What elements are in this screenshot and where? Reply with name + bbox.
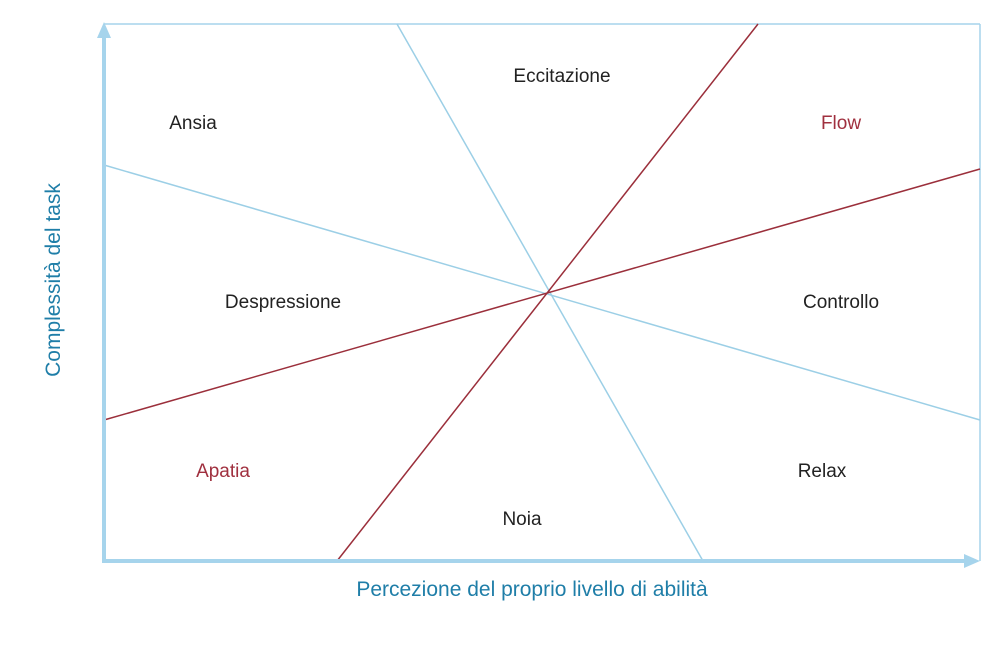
diagonal-line-dark-shallow <box>103 168 981 421</box>
region-label-eccitazione: Eccitazione <box>513 66 610 87</box>
y-axis-title: Complessità del task <box>42 183 65 377</box>
region-label-controllo: Controllo <box>803 292 879 313</box>
region-label-despressione: Despressione <box>225 292 341 313</box>
x-axis-arrowhead <box>964 554 980 568</box>
region-label-relax: Relax <box>798 461 847 482</box>
region-label-apatia: Apatia <box>196 461 250 482</box>
region-label-flow: Flow <box>821 113 861 134</box>
y-axis-arrowhead <box>97 22 111 38</box>
x-axis-title: Percezione del proprio livello di abilit… <box>356 578 708 601</box>
region-label-ansia: Ansia <box>169 113 217 134</box>
region-label-noia: Noia <box>502 509 542 530</box>
diagonal-line-light-shallow <box>103 164 981 421</box>
